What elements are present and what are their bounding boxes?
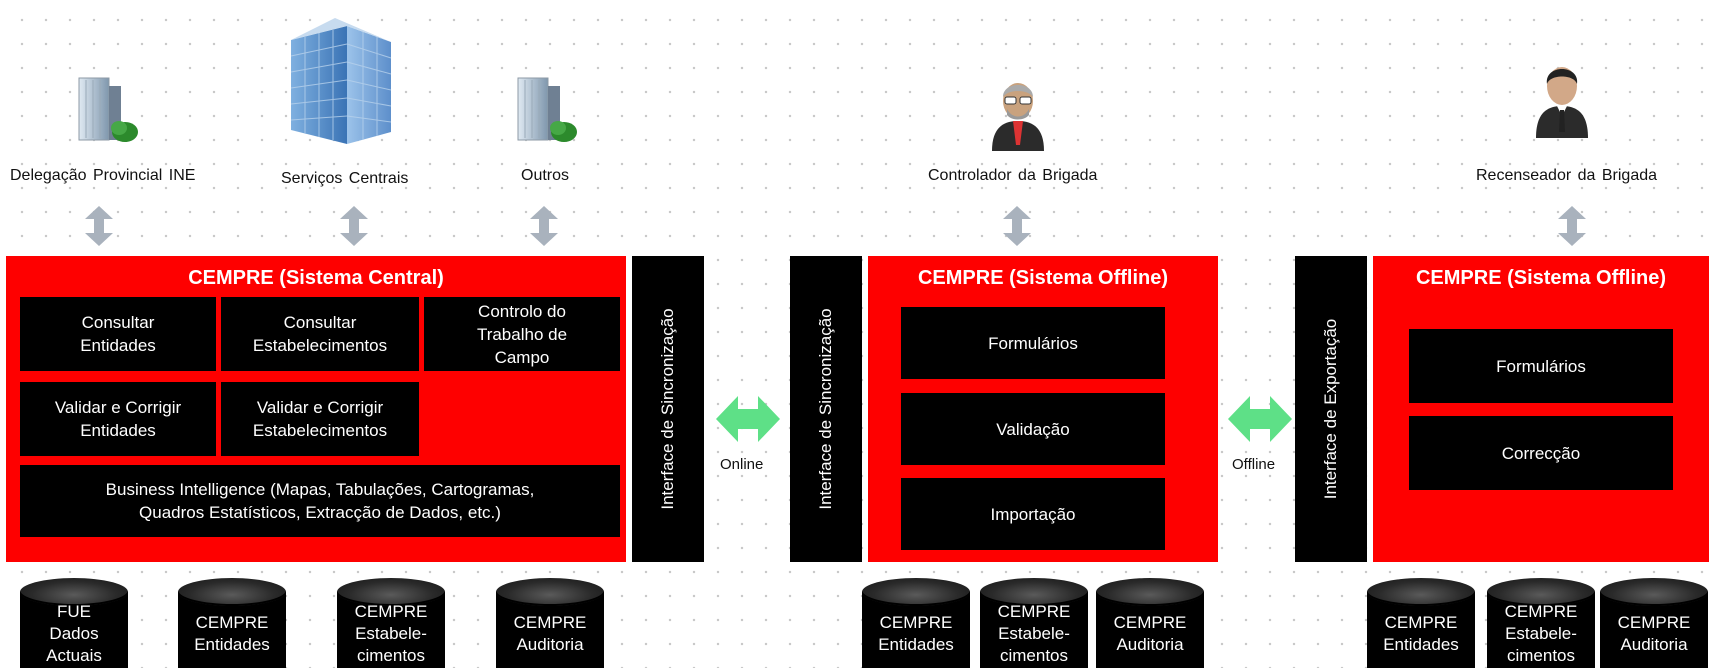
online-label: Online [720,456,764,473]
module-validar-estabelecimentos: Validar e Corrigir Estabelecimentos [221,382,419,456]
database-label: CEMPRE Entidades [878,613,954,654]
online-link-arrow-icon [716,396,780,442]
module-formularios: Formulários [1409,329,1673,403]
bidirectional-arrow-icon [340,206,368,246]
module-importacao: Importação [901,478,1165,550]
module-formularios: Formulários [901,307,1165,379]
interface-label: Interface de Exportação [1321,318,1340,500]
bidirectional-arrow-icon [85,206,113,246]
export-interface-bar: Interface de Exportação [1295,256,1367,562]
panel-title: CEMPRE (Sistema Offline) [917,267,1169,289]
interface-label: Interface de Sincronização [658,308,677,510]
database-cylinder: FUE Dados Actuais [20,578,128,668]
actor-label: Controlador da Brigada [928,167,1098,184]
man-with-glasses-icon [988,75,1048,151]
small-building-icon [73,72,139,144]
actor-label: Recenseador da Brigada [1476,167,1658,184]
panel-title: CEMPRE (Sistema Central) [188,267,444,289]
database-label: CEMPRE Estabele- cimentos [1504,602,1578,665]
database-cylinder: CEMPRE Estabele- cimentos [337,578,445,668]
module-consultar-estabelecimentos: Consultar Estabelecimentos [221,297,419,371]
controller-offline-panel: CEMPRE (Sistema Offline) Formulários Val… [868,256,1218,562]
panel-title: CEMPRE (Sistema Offline) [1415,267,1667,289]
central-system-panel: CEMPRE (Sistema Central) Consultar Entid… [6,256,626,562]
database-label: CEMPRE Entidades [1383,613,1459,654]
database-cylinder: CEMPRE Estabele- cimentos [1487,578,1595,668]
bidirectional-arrow-icon [530,206,558,246]
database-cylinder: CEMPRE Auditoria [1096,578,1204,668]
database-cylinder: CEMPRE Auditoria [1600,578,1708,668]
sync-interface-bar: Interface de Sincronização [632,256,704,562]
database-cylinder: CEMPRE Entidades [1367,578,1475,668]
module-correccao: Correcção [1409,416,1673,490]
sync-interface-bar: Interface de Sincronização [790,256,862,562]
offline-label: Offline [1232,456,1276,473]
database-label: CEMPRE Auditoria [1113,613,1187,654]
module-validar-entidades: Validar e Corrigir Entidades [20,382,216,456]
offline-link-arrow-icon [1228,396,1292,442]
enumerator-offline-panel: CEMPRE (Sistema Offline) Formulários Cor… [1373,256,1709,562]
module-controlo-trabalho-campo: Controlo do Trabalho de Campo [424,297,620,371]
actor-label: Outros [521,167,570,184]
small-building-icon [512,72,578,144]
module-validacao: Validação [901,393,1165,465]
interface-label: Interface de Sincronização [816,308,835,510]
module-consultar-entidades: Consultar Entidades [20,297,216,371]
module-business-intelligence: Business Intelligence (Mapas, Tabulações… [20,465,620,537]
database-cylinder: CEMPRE Auditoria [496,578,604,668]
businessman-icon [1532,58,1592,138]
database-label: FUE Dados Actuais [46,602,102,665]
office-tower-icon [285,12,397,152]
database-cylinder: CEMPRE Entidades [178,578,286,668]
bidirectional-arrow-icon [1003,206,1031,246]
actor-label: Delegação Provincial INE [10,167,196,184]
database-label: CEMPRE Estabele- cimentos [997,602,1071,665]
database-label: CEMPRE Entidades [194,613,270,654]
database-label: CEMPRE Estabele- cimentos [354,602,428,665]
database-label: CEMPRE Auditoria [1617,613,1691,654]
database-cylinder: CEMPRE Estabele- cimentos [980,578,1088,668]
database-cylinder: CEMPRE Entidades [862,578,970,668]
actor-label: Serviços Centrais [281,170,409,187]
database-label: CEMPRE Auditoria [513,613,587,654]
bidirectional-arrow-icon [1558,206,1586,246]
